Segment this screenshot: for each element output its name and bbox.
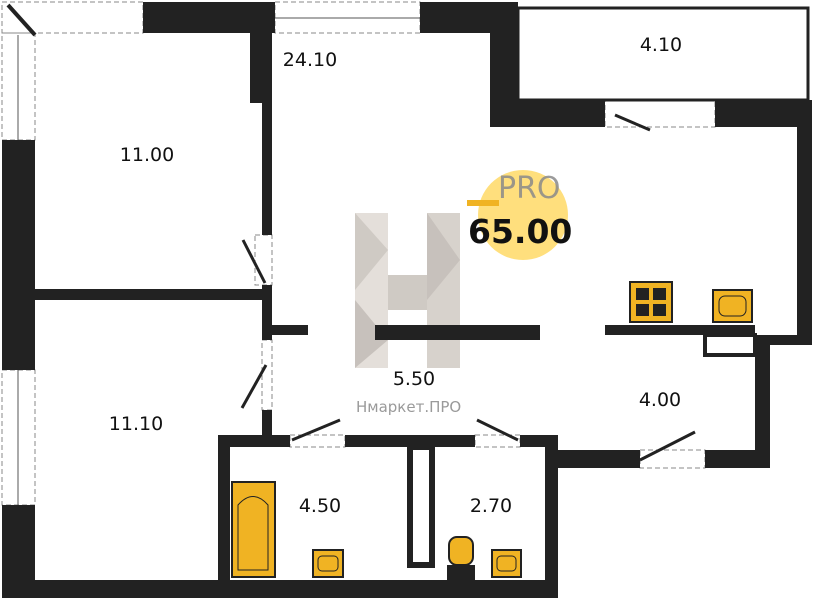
room-area-corridor: 5.50 <box>392 368 436 390</box>
toilet-sink-icon <box>491 549 522 578</box>
room-area-bathroom: 4.50 <box>298 495 342 517</box>
doors <box>240 113 696 462</box>
total-area: 65.00 <box>468 212 573 251</box>
pro-badge-text: PRO <box>498 171 561 206</box>
room-area-balcony: 4.10 <box>639 34 683 56</box>
room-area-bedroom-2: 11.10 <box>108 413 164 435</box>
room-area-living: 24.10 <box>282 49 338 71</box>
logo-watermark <box>355 213 460 368</box>
pro-badge <box>478 170 568 260</box>
stove-icon <box>629 281 673 323</box>
toilet-icon <box>447 536 475 580</box>
kitchen-sink-icon <box>712 289 753 323</box>
room-area-toilet: 2.70 <box>469 495 513 517</box>
room-area-bedroom-1: 11.00 <box>119 144 175 166</box>
bathtub-icon <box>231 481 276 578</box>
brand-watermark: Нмаркет.ПРО <box>356 398 462 416</box>
room-area-hall: 4.00 <box>638 389 682 411</box>
bath-sink-icon <box>312 549 344 578</box>
